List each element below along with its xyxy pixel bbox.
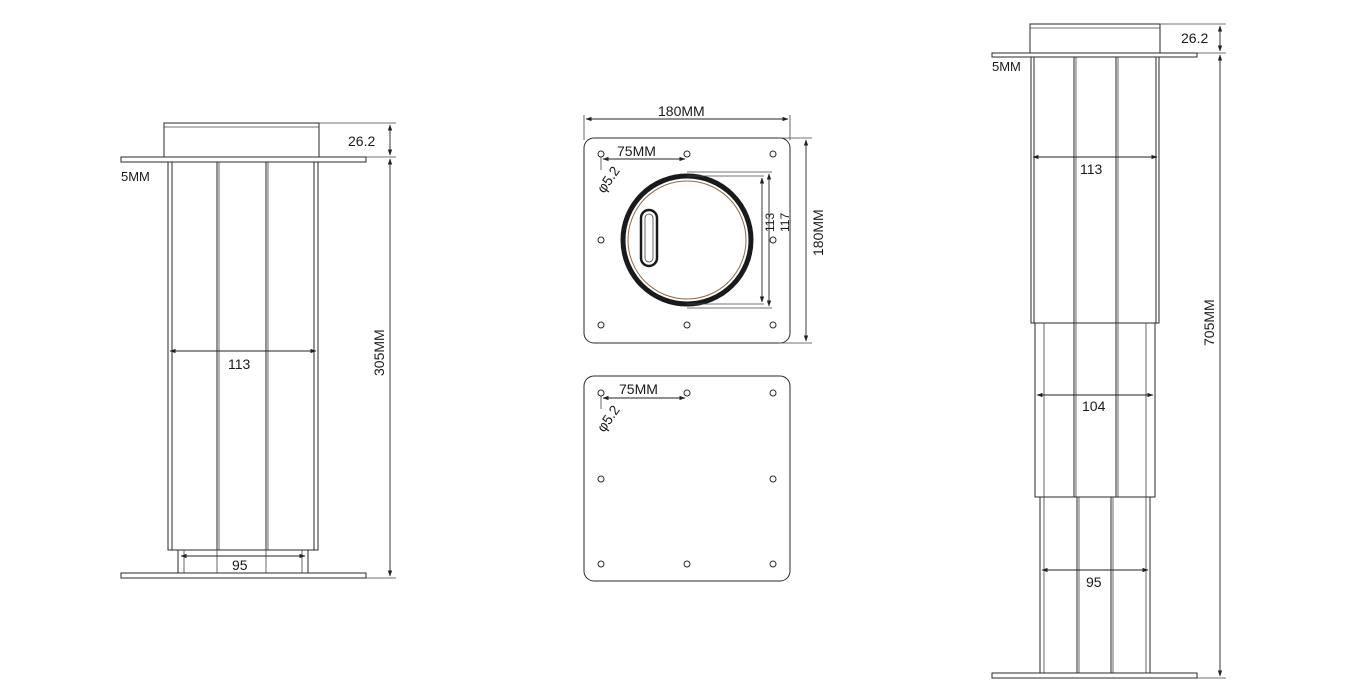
mount-plate-top-width-label: 180MM	[658, 103, 705, 119]
tall-column-flange	[991, 52, 1198, 58]
short-column-cap	[163, 122, 320, 158]
tall-column-flange-label: 5MM	[992, 59, 1021, 74]
mount-plate-top-outline	[583, 137, 791, 344]
tall-column-cap-height-label: 26.2	[1181, 30, 1208, 46]
tall-column-base-plate	[991, 672, 1198, 679]
tall-column-lower-width-label: 95	[1086, 574, 1102, 590]
mount-plate-top-outer-diameter-label: 117	[778, 213, 792, 232]
tall-column-height-label: 705MM	[1201, 299, 1217, 346]
mount-plate-bottom-hole-diameter-label: φ5.2	[593, 402, 623, 435]
mount-plate-top: 180MM 180MM 75MM φ5.2	[583, 103, 826, 344]
short-column-height-label: 305MM	[371, 329, 387, 376]
short-column-cap-height-label: 26.2	[348, 133, 375, 149]
mount-plate-bottom-outline	[583, 375, 791, 582]
tall-column-middle-width-label: 104	[1082, 398, 1106, 414]
short-column-flange-label: 5MM	[121, 169, 150, 184]
mount-plate-top-height-label: 180MM	[810, 209, 826, 256]
short-column-width-label: 113	[228, 356, 251, 372]
mount-plate-bottom: 75MM φ5.2	[583, 375, 791, 582]
mount-plate-top-hole-diameter-label: φ5.2	[593, 163, 623, 196]
mount-plate-top-hole-spacing-label: 75MM	[617, 143, 656, 159]
mount-plate-top-inner-diameter-label: 113	[763, 213, 777, 232]
tall-column-upper-stage	[1030, 56, 1160, 324]
mount-plate-bottom-holes	[597, 389, 777, 568]
short-column-base-plate	[120, 572, 367, 579]
short-column-flange	[120, 156, 367, 163]
cable-slot	[639, 208, 659, 268]
tall-column-upper-width-label: 113	[1080, 161, 1103, 177]
short-column-foot-width-label: 95	[232, 557, 248, 573]
mount-plate-bottom-hole-spacing-label: 75MM	[619, 381, 658, 397]
short-column: 26.2 5MM 113 305MM 95	[120, 122, 396, 579]
tall-column: 26.2 5MM 113 104 95 705MM	[991, 23, 1226, 679]
